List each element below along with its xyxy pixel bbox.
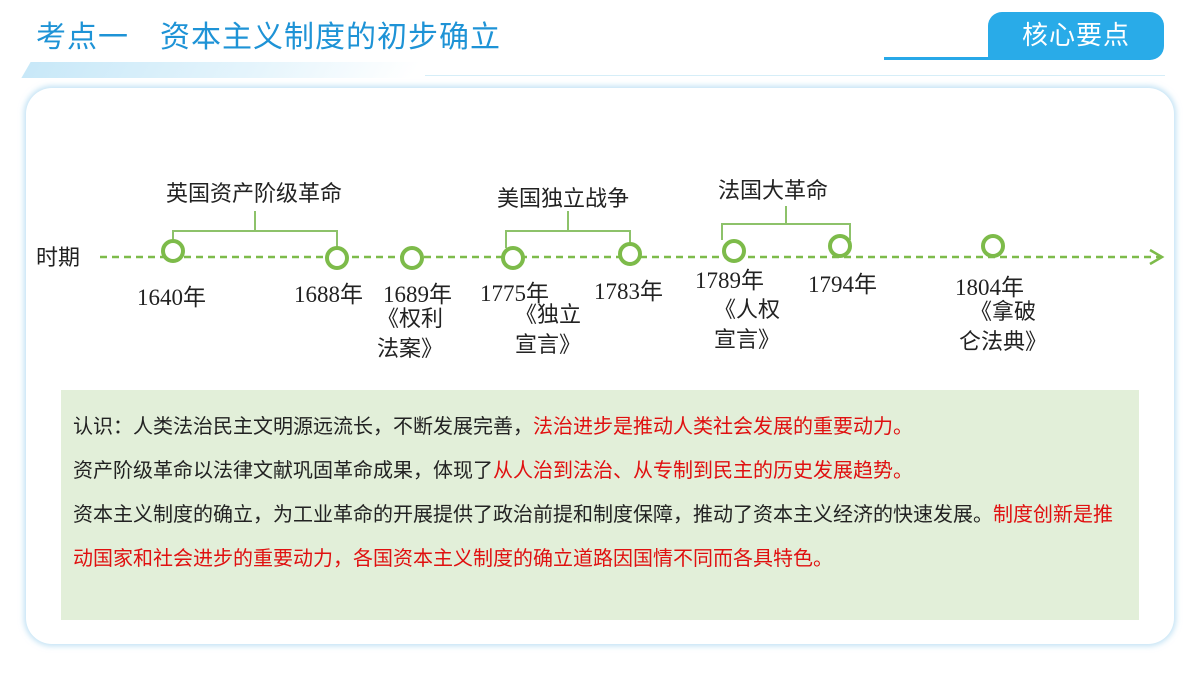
- group-label-england: 英国资产阶级革命: [166, 182, 343, 207]
- bracket-america: [505, 211, 631, 248]
- summary-highlight: 从人治到法治、从专制到民主的历史发展趋势。: [493, 458, 913, 482]
- bracket-england: [172, 211, 338, 248]
- node-1640: [161, 239, 185, 263]
- document-declaration-of-rights-of-man: 《人权 宣言》: [697, 296, 797, 356]
- year-label: 1689年: [383, 282, 452, 307]
- node-1775: [501, 246, 525, 270]
- node-1688: [325, 246, 349, 270]
- document-line: 《人权: [713, 298, 780, 323]
- group-label-france: 法国大革命: [718, 179, 829, 204]
- document-napoleonic-code: 《拿破 仑法典》: [948, 298, 1058, 358]
- document-line: 仑法典》: [958, 330, 1047, 355]
- document-line: 法案》: [376, 337, 443, 362]
- node-1789: [722, 239, 746, 263]
- year-label: 1688年: [294, 282, 363, 307]
- node-1783: [618, 242, 642, 266]
- page-title: 考点一 资本主义制度的初步确立: [36, 20, 501, 55]
- document-line: 宣言》: [713, 328, 780, 353]
- key-points-badge: 核心要点: [988, 12, 1164, 60]
- node-1689: [400, 246, 424, 270]
- header-divider: [425, 75, 1165, 76]
- bracket-france: [721, 206, 851, 240]
- summary-text: 资产阶级革命以法律文献巩固革命成果，体现了: [73, 458, 493, 482]
- document-line: 《独立: [514, 303, 581, 328]
- document-line: 《拿破: [969, 300, 1036, 325]
- year-label: 1794年: [808, 272, 877, 297]
- node-1804: [981, 234, 1005, 258]
- timeline-arrowhead: [1149, 248, 1165, 266]
- document-line: 宣言》: [514, 333, 581, 358]
- year-label: 1640年: [137, 285, 206, 310]
- badge-underline: [884, 57, 994, 60]
- document-bill-of-rights: 《权利 法案》: [360, 305, 460, 365]
- node-1794: [828, 234, 852, 258]
- document-line: 《权利: [376, 307, 443, 332]
- summary-highlight: 法治进步是推动人类社会发展的重要动力。: [533, 414, 913, 438]
- document-declaration-of-independence: 《独立 宣言》: [498, 301, 598, 361]
- year-label: 1789年: [695, 268, 764, 293]
- year-label: 1783年: [594, 279, 663, 304]
- group-label-america: 美国独立战争: [497, 187, 630, 212]
- year-label: 1804年: [955, 275, 1024, 300]
- axis-label: 时期: [36, 246, 81, 271]
- summary-highlight: 制度创新是推动国家和社会进步的重要动力，各国资本主义制度的确立道路因国情不同而各…: [73, 502, 1113, 570]
- year-label: 1775年: [480, 281, 549, 306]
- summary-text: 资本主义制度的确立，为工业革命的开展提供了政治前提和制度保障，推动了资本主义经济…: [73, 502, 993, 526]
- summary-box: 认识：人类法治民主文明源远流长，不断发展完善，法治进步是推动人类社会发展的重要动…: [61, 390, 1139, 620]
- summary-text: 认识：人类法治民主文明源远流长，不断发展完善，: [73, 414, 533, 438]
